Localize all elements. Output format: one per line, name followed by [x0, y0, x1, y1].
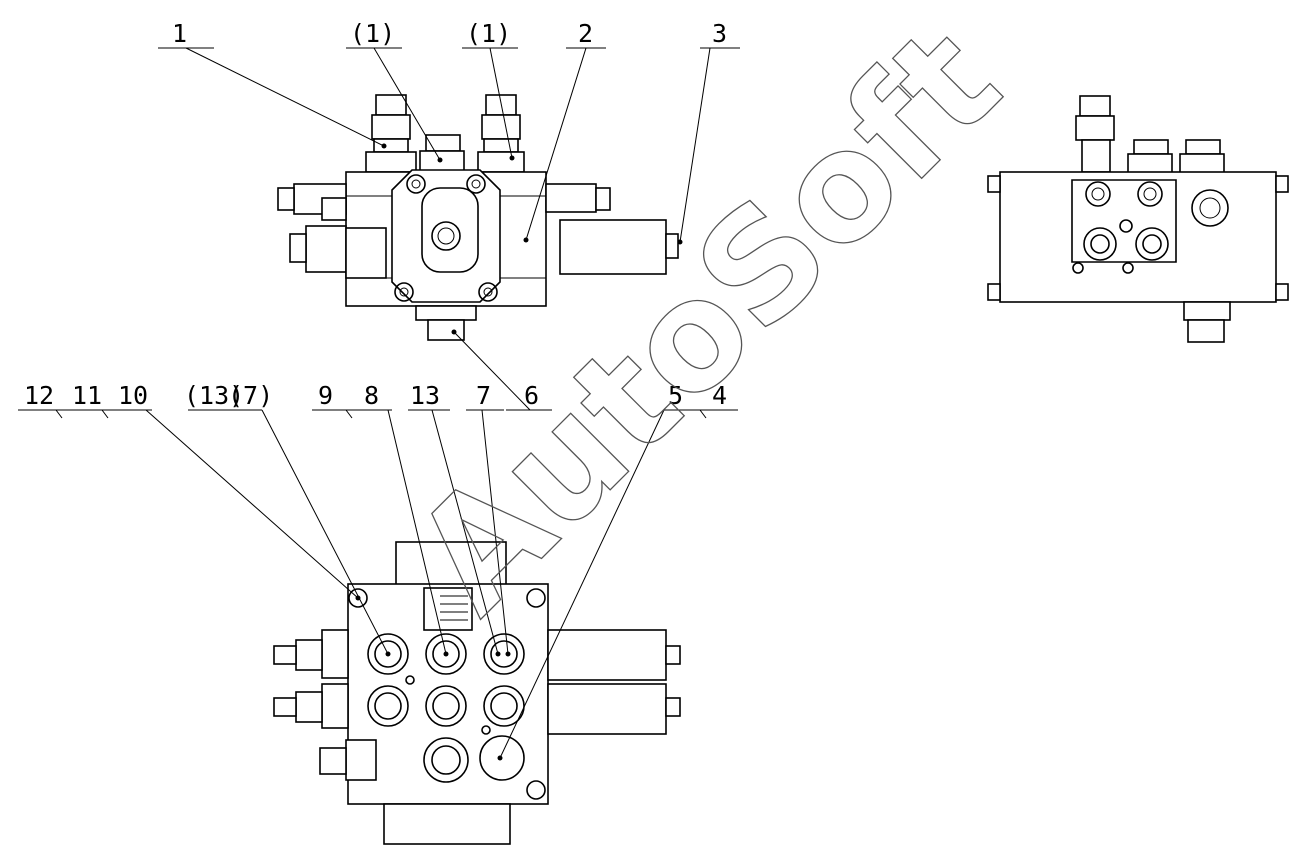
callout-12: 12 [24, 381, 54, 410]
valve-front-view [273, 541, 681, 845]
callout-10: 10 [118, 381, 148, 410]
top-fittings [365, 94, 525, 174]
watermark-text: AutoSoft [382, 0, 1032, 645]
cover-plate [391, 169, 501, 303]
valve-top-view [277, 94, 679, 341]
callout-6: 6 [524, 381, 539, 410]
callout-13: 13 [410, 381, 440, 410]
callout-11: 11 [72, 381, 102, 410]
callout-5: 5 [668, 381, 683, 410]
callout-2: 2 [578, 19, 593, 48]
callout-3: 3 [712, 19, 727, 48]
callout-9: 9 [318, 381, 333, 410]
name-plate [423, 587, 473, 631]
front-right-actuators [547, 629, 681, 735]
callout-1b: (1) [466, 19, 511, 48]
right-actuators [545, 183, 679, 275]
bottom-port [415, 305, 477, 321]
callout-leaders [18, 47, 740, 761]
callout-8: 8 [364, 381, 379, 410]
callout-1: 1 [172, 19, 187, 48]
valve-side-view [987, 95, 1289, 343]
front-left-actuators [273, 629, 377, 781]
callout-labels: 1 (1) (1) 2 3 6 12 11 10 (13) (7) 9 8 13… [24, 19, 727, 410]
callout-7-ref: (7) [228, 381, 273, 410]
callout-13-ref: (13) [184, 381, 244, 410]
callout-4: 4 [712, 381, 727, 410]
left-actuators [277, 183, 387, 279]
port-fittings [367, 633, 525, 783]
callout-1a: (1) [350, 19, 395, 48]
bottom-fitting-6 [427, 319, 465, 341]
callout-7: 7 [476, 381, 491, 410]
